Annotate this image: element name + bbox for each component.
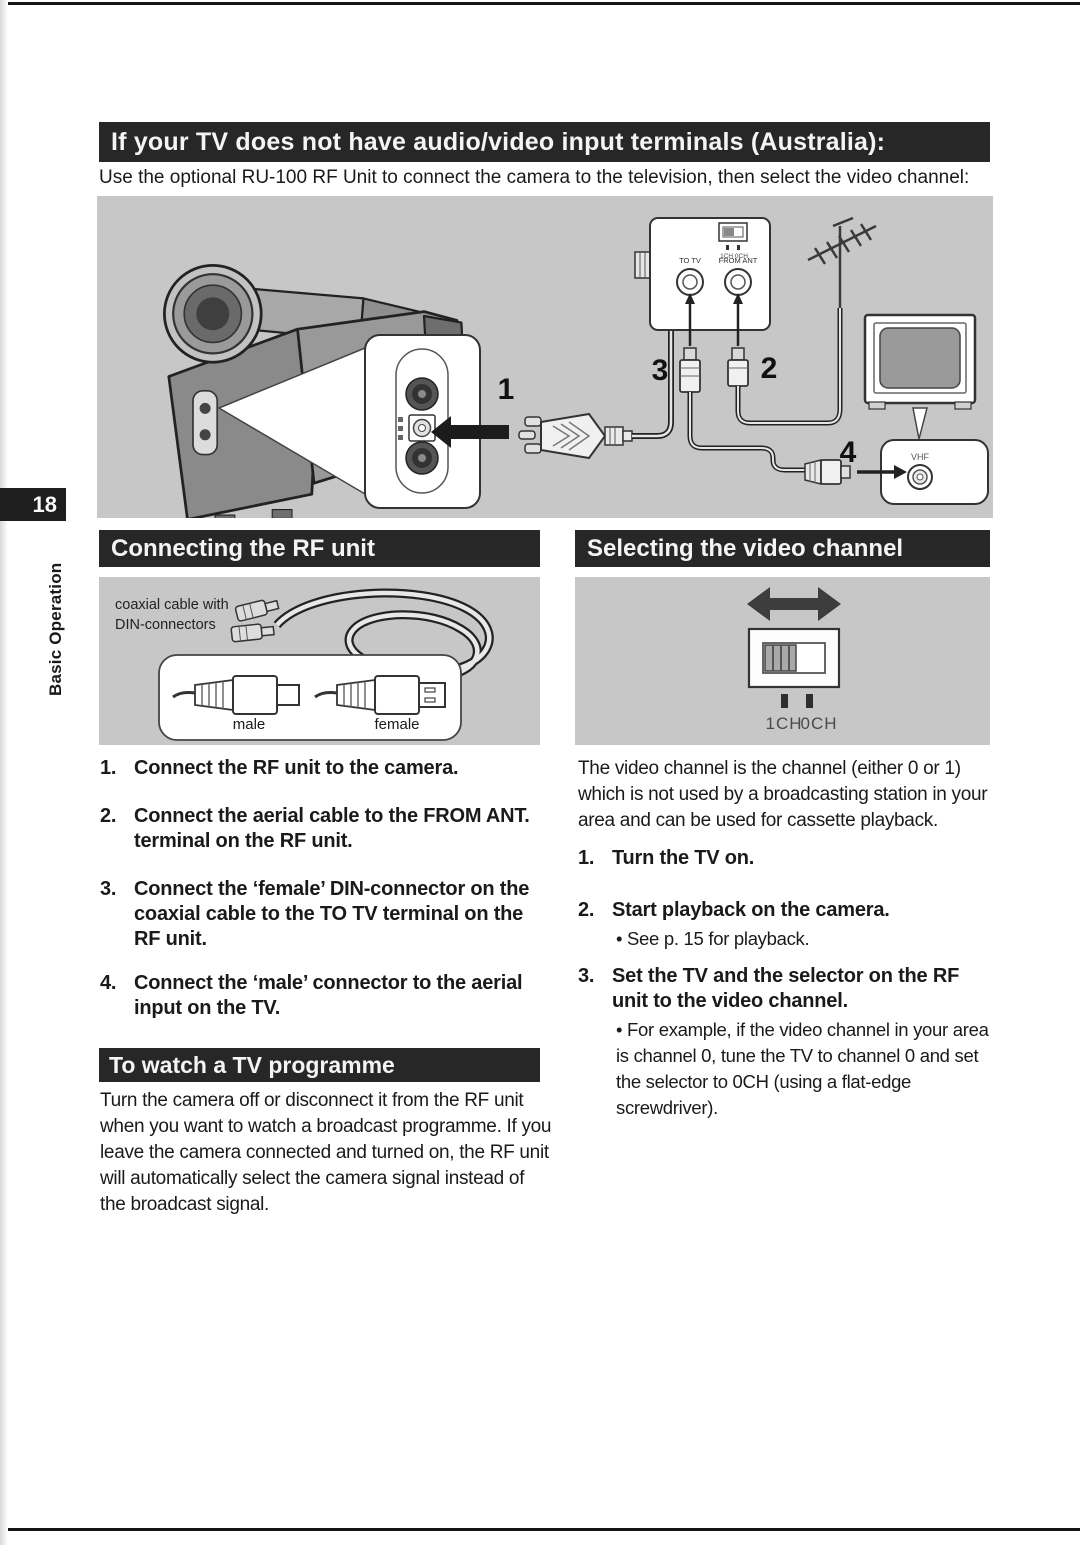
step-number: 2. [578, 899, 595, 921]
din-connector-plug [518, 412, 633, 460]
selecting-intro: The video channel is the channel (either… [578, 758, 988, 831]
plug-arrows [685, 293, 743, 346]
scan-edge-shadow [0, 0, 8, 1545]
label-0ch: 0CH [800, 714, 837, 733]
scan-edge-top [0, 2, 1080, 5]
female-label: female [374, 716, 419, 733]
antenna-illustration [807, 216, 877, 308]
aerial-plug-2 [727, 347, 749, 387]
intro-paragraph: Use the optional RU-100 RF Unit to conne… [99, 167, 970, 188]
selecting-step-3-note: • For example, if the video channel in y… [616, 1019, 989, 1118]
female-connector [314, 675, 446, 715]
step-number: 3. [100, 878, 117, 900]
diagram-step-1: 1 [498, 373, 515, 406]
cable-caption-line2: DIN-connectors [115, 617, 216, 633]
section-title-connecting: Connecting the RF unit [99, 530, 540, 567]
male-connector [172, 675, 300, 715]
selecting-step-3: 3. Set the TV and the selector on the RF… [578, 964, 993, 1014]
step-text: Start playback on the camera. [612, 899, 890, 921]
connecting-step-4: 4. Connect the ‘male’ connector to the a… [100, 971, 548, 1021]
chapter-side-label: Basic Operation [46, 562, 65, 696]
connecting-step-3: 3. Connect the ‘female’ DIN-connector on… [100, 877, 548, 952]
connection-diagram-art: 1CH 0CH TO TV FROM ANT [163, 216, 989, 525]
step-text: Connect the ‘female’ DIN-connector on th… [134, 878, 530, 950]
from-ant-label: FROM ANT [719, 256, 758, 265]
step-text: Connect the aerial cable to the FROM ANT… [134, 805, 530, 852]
channel-switch-panel: 1CH 0CH [575, 577, 990, 745]
cable-to-tv-input [687, 392, 809, 473]
coax-cable-art: coaxial cable with DIN-connectors [115, 588, 494, 741]
rf-switch-mini-label: 1CH 0CH [720, 253, 748, 260]
step-text: Connect the RF unit to the camera. [134, 757, 459, 779]
diagram-step-3: 3 [652, 354, 669, 387]
watch-tv-title: To watch a TV programme [99, 1048, 540, 1082]
to-tv-label: TO TV [679, 256, 701, 265]
connecting-step-2: 2. Connect the aerial cable to the FROM … [100, 804, 548, 854]
tv-callout-pointer [912, 407, 928, 440]
channel-switch-art: 1CH 0CH [747, 587, 841, 733]
channel-selector-switch [747, 627, 841, 689]
connect-arrow-icon [431, 416, 509, 448]
step-number: 1. [100, 757, 117, 779]
scan-edge-bottom [0, 1528, 1080, 1531]
step-number: 2. [100, 805, 117, 827]
coax-plug-3 [679, 347, 701, 393]
page-number-tab: 18 [0, 488, 66, 521]
selecting-step-1: 1. Turn the TV on. [578, 846, 993, 871]
step-text: Turn the TV on. [612, 847, 755, 869]
selecting-step-2-note: • See p. 15 for playback. [616, 928, 810, 949]
label-1ch: 1CH [765, 714, 802, 733]
step-text: Set the TV and the selector on the RF un… [612, 965, 960, 1012]
step-number: 1. [578, 847, 595, 869]
vhf-label: VHF [911, 452, 930, 462]
male-label: male [233, 716, 266, 733]
rf-unit-box: 1CH 0CH TO TV FROM ANT [634, 217, 771, 331]
diagram-step-2: 2 [761, 352, 778, 385]
camera-terminal-inset [364, 334, 481, 509]
coax-cable-panel: coaxial cable with DIN-connectors [99, 577, 540, 745]
selecting-step-2: 2. Start playback on the camera. [578, 898, 993, 923]
watch-tv-body: Turn the camera off or disconnect it fro… [100, 1090, 552, 1215]
aerial-connector-4 [804, 459, 851, 485]
tv-illustration [863, 313, 977, 410]
tick-0ch [806, 694, 813, 708]
vhf-input-inset: VHF [880, 439, 989, 505]
step-text: Connect the ‘male’ connector to the aeri… [134, 972, 523, 1019]
tick-1ch [781, 694, 788, 708]
diagram-step-4: 4 [840, 436, 857, 469]
double-arrow-icon [747, 587, 841, 621]
page-title: If your TV does not have audio/video inp… [99, 122, 990, 162]
step-number: 4. [100, 972, 117, 994]
cable-caption-line1: coaxial cable with [115, 597, 229, 613]
connection-diagram: 1CH 0CH TO TV FROM ANT [97, 196, 993, 525]
connecting-step-1: 1. Connect the RF unit to the camera. [100, 756, 548, 781]
section-title-selecting: Selecting the video channel [575, 530, 990, 567]
connector4-arrow [857, 465, 907, 479]
step-number: 3. [578, 965, 595, 987]
